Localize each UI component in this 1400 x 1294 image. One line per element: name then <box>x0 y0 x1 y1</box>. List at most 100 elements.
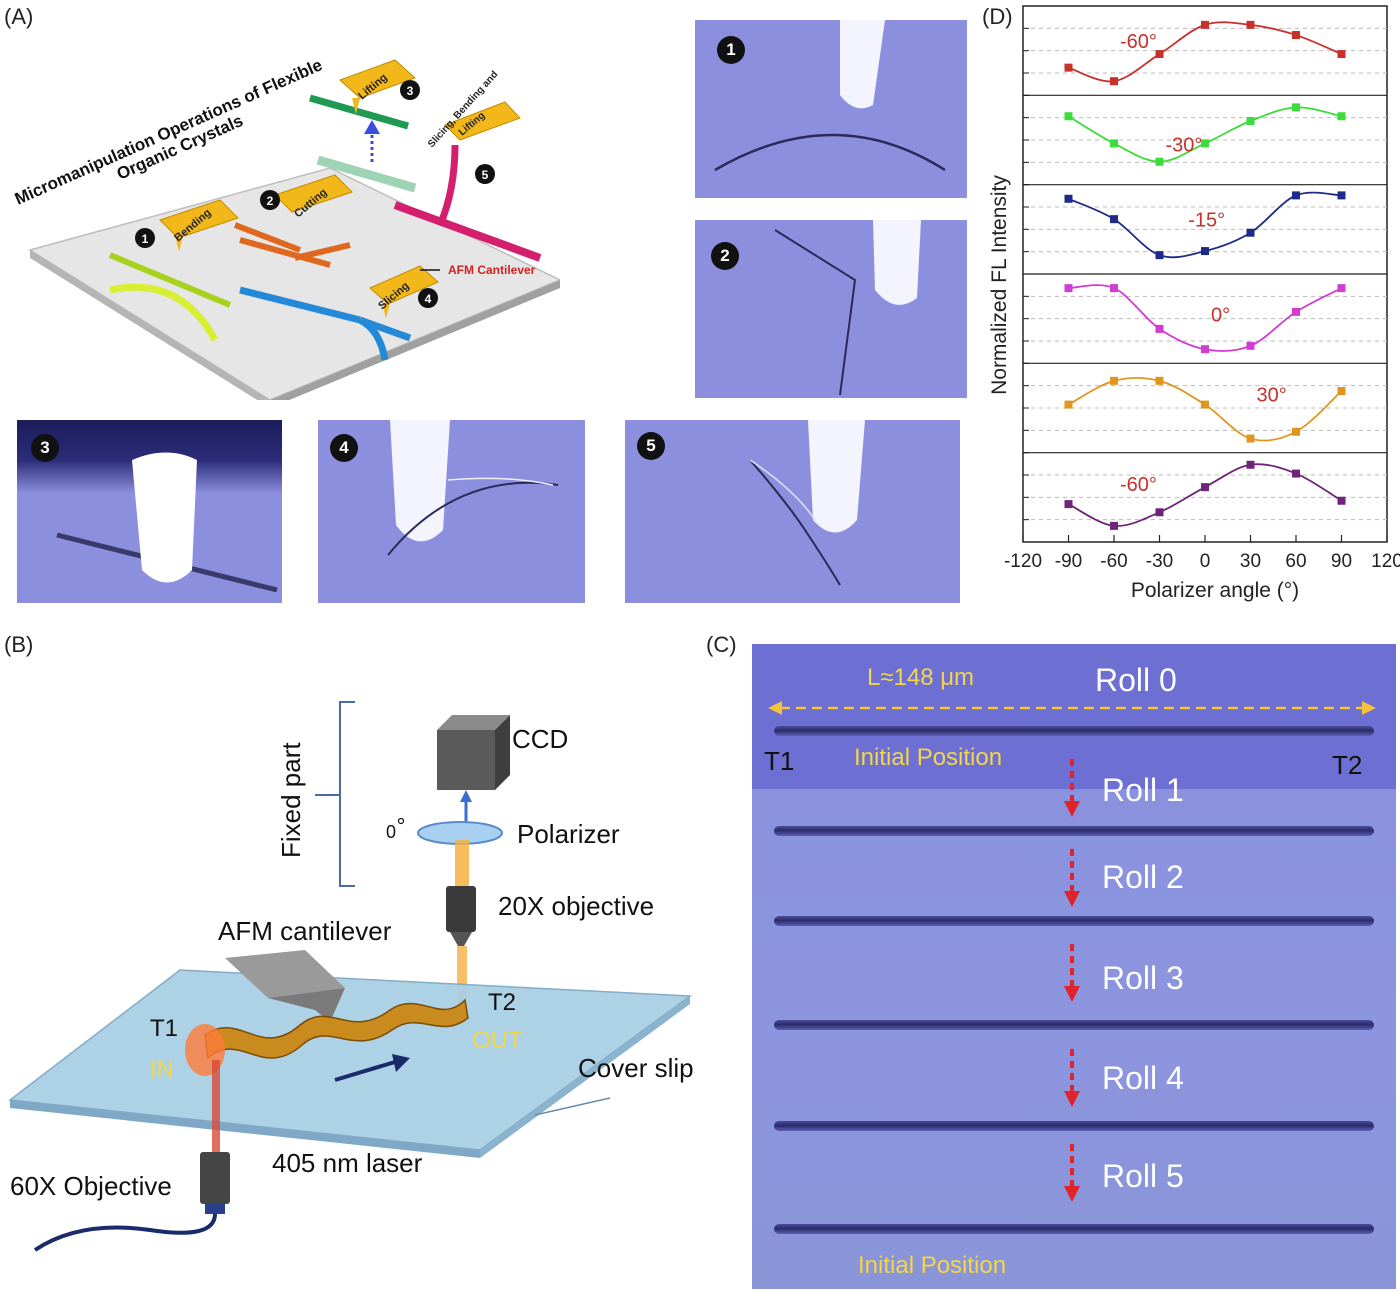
panel-c-label: (C) <box>706 632 737 657</box>
micrograph-1: 1 <box>695 20 967 198</box>
t2-label: T2 <box>488 989 516 1016</box>
op-number-4: 4 <box>425 292 432 306</box>
x-tick-label: 30 <box>1240 551 1261 572</box>
roll-arrow-2 <box>1064 849 1080 907</box>
panel-a-schematic: Micromanipulation Operations of Flexible… <box>12 55 560 400</box>
fiber-roll-4 <box>774 1121 1374 1131</box>
roll-5-label: Roll 5 <box>1102 1158 1184 1194</box>
data-point <box>1064 194 1073 203</box>
data-point <box>1201 20 1209 29</box>
roll-arrows <box>1064 759 1080 1202</box>
data-point <box>1246 20 1255 29</box>
data-point <box>1292 103 1300 112</box>
roll-1-label: Roll 1 <box>1102 772 1184 808</box>
roll-sequence-micrograph: L≈148 μm Roll 0 T1 T2 Initial Position R… <box>752 644 1396 1289</box>
laser-label: 405 nm laser <box>272 1148 423 1178</box>
data-point <box>1337 50 1346 59</box>
micrograph-3-badge: 3 <box>31 434 59 462</box>
zero-degree-label: 0 <box>386 822 396 842</box>
data-point <box>1292 191 1300 200</box>
fiber-roll-3 <box>774 1020 1374 1030</box>
panel-b-label: (B) <box>4 632 34 657</box>
data-point <box>1292 307 1300 316</box>
data-point <box>1064 112 1073 121</box>
data-point <box>1155 324 1164 333</box>
series-line-5 <box>1068 463 1342 527</box>
op-number-2: 2 <box>267 194 274 208</box>
data-point <box>1155 508 1164 517</box>
roll-0-label: Roll 0 <box>1095 662 1177 698</box>
roll-arrow-4 <box>1064 1049 1080 1107</box>
op-number-1: 1 <box>142 232 149 246</box>
objective-20x-label: 20X objective <box>498 891 654 921</box>
ccd-label: CCD <box>512 724 568 754</box>
roll-4-label: Roll 4 <box>1102 1060 1184 1096</box>
data-point <box>1110 521 1118 530</box>
data-point <box>1155 157 1164 166</box>
fiber-roll-2 <box>774 916 1374 926</box>
fixed-part-label: Fixed part <box>276 742 306 858</box>
roll-arrow-5 <box>1064 1144 1080 1202</box>
micrograph-4: 4 <box>318 420 585 603</box>
x-tick-label: -120 <box>1004 551 1042 572</box>
fiber-roll-1 <box>774 826 1374 836</box>
series-label-5: -60° <box>1120 474 1157 496</box>
data-point <box>1201 247 1209 256</box>
data-point <box>1337 387 1346 396</box>
micrograph-3: 3 <box>17 420 282 603</box>
polarizer-label: Polarizer <box>517 819 620 849</box>
roll-arrow-3 <box>1064 944 1080 1002</box>
series-label-2: -15° <box>1188 210 1225 232</box>
x-tick-label: 0 <box>1200 551 1211 572</box>
micrograph-2: 2 <box>695 220 967 398</box>
in-label: IN <box>150 1056 174 1083</box>
x-tick-label: 60 <box>1285 551 1306 572</box>
data-point <box>1201 483 1209 492</box>
data-point <box>1110 139 1118 148</box>
t2-end-label: T2 <box>1332 750 1363 780</box>
data-point <box>1246 228 1255 237</box>
data-point <box>1246 460 1255 469</box>
polarization-chart: Normalized FL Intensity Polarizer angle … <box>988 5 1400 602</box>
roll-2-label: Roll 2 <box>1102 859 1184 895</box>
data-point <box>1201 139 1209 148</box>
afm-cantilever-label-b: AFM cantilever <box>218 916 392 946</box>
x-tick-label: 90 <box>1331 551 1352 572</box>
t1-label: T1 <box>150 1015 178 1042</box>
data-point <box>1155 251 1164 260</box>
data-point <box>1337 191 1346 200</box>
data-point <box>1246 434 1255 443</box>
series-label-1: -30° <box>1166 135 1203 157</box>
data-point <box>1201 345 1209 354</box>
x-tick-label: -60 <box>1100 551 1127 572</box>
fiber-initial-top <box>774 726 1374 736</box>
op-number-5: 5 <box>482 168 489 182</box>
data-point <box>1064 500 1073 509</box>
data-point <box>1155 376 1164 385</box>
data-point <box>1337 284 1346 293</box>
micrograph-4-badge: 4 <box>330 434 358 462</box>
panel-a-label: (A) <box>4 4 34 29</box>
data-point <box>1110 77 1118 86</box>
panel-b-setup: Fixed part CCD 0 Polarizer 20X objective… <box>8 701 694 1252</box>
chart-ylabel: Normalized FL Intensity <box>988 175 1011 395</box>
data-point <box>1201 400 1209 409</box>
data-point <box>1246 116 1255 125</box>
data-point <box>1246 341 1255 350</box>
x-tick-label: 120 <box>1371 551 1400 572</box>
initial-position-bottom: Initial Position <box>858 1252 1007 1279</box>
data-point <box>1292 31 1300 40</box>
series-line-1 <box>1068 106 1342 163</box>
t1-end-label: T1 <box>764 746 795 776</box>
series-label-0: -60° <box>1120 31 1157 53</box>
op-number-3: 3 <box>407 84 414 98</box>
data-point <box>1110 215 1118 224</box>
data-point <box>1337 112 1346 121</box>
micrograph-5: 5 <box>625 420 960 603</box>
panel-d-label: (D) <box>982 4 1013 29</box>
x-tick-label: -90 <box>1055 551 1082 572</box>
data-point <box>1292 427 1300 436</box>
roll-arrow-1 <box>1064 759 1080 817</box>
afm-cantilever-label: AFM Cantilever <box>448 263 536 277</box>
micrograph-5-badge: 5 <box>637 432 665 460</box>
